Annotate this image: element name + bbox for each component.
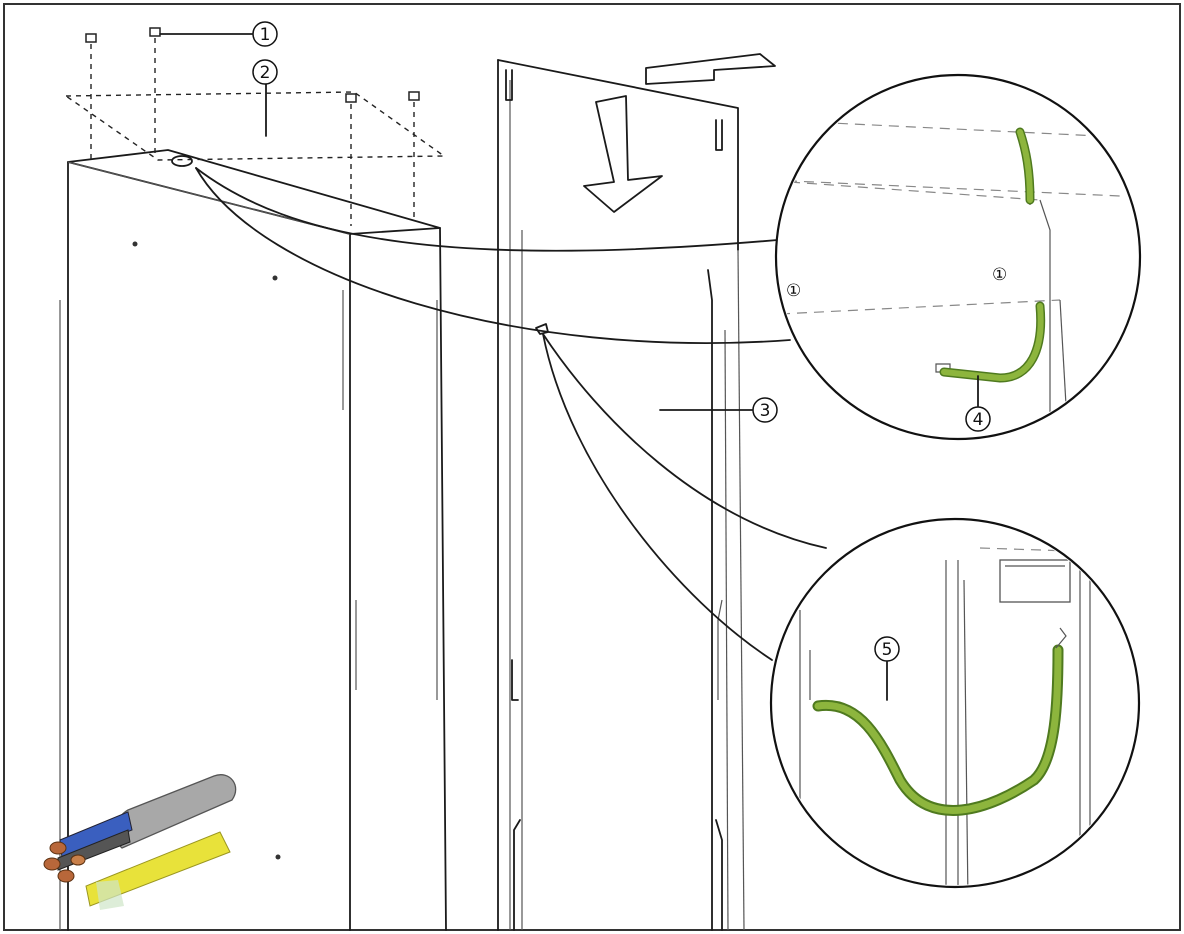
screw-icon [149, 27, 161, 158]
magnifier-circle [769, 517, 1141, 889]
leader-lines [195, 167, 827, 661]
callout-label-4: 4 [973, 410, 984, 430]
screw-icon [408, 91, 420, 218]
power-cable [43, 774, 237, 910]
callout-2: 2 [252, 59, 278, 137]
callout-3: 3 [659, 397, 778, 423]
callout-label-5: 5 [882, 640, 893, 660]
left-cabinet [59, 149, 447, 931]
screw-icon [85, 33, 97, 160]
screws [85, 27, 420, 226]
frame-border [3, 3, 1181, 931]
svg-text:①: ① [786, 281, 801, 301]
callout-label-2: 2 [260, 63, 271, 83]
side-panel [497, 59, 745, 931]
push-arrow-icon [645, 53, 776, 85]
magnifier-circle: ① ① [774, 73, 1142, 441]
callout-5: 5 [874, 636, 900, 701]
screw-icon [345, 93, 357, 226]
callout-1: 1 [159, 21, 278, 47]
callout-label-1: 1 [260, 25, 271, 45]
callout-4: 4 [965, 375, 991, 432]
insert-arrow-icon [583, 95, 663, 213]
svg-text:①: ① [992, 265, 1007, 285]
cover-plate [63, 91, 447, 161]
callout-label-3: 3 [760, 401, 771, 421]
